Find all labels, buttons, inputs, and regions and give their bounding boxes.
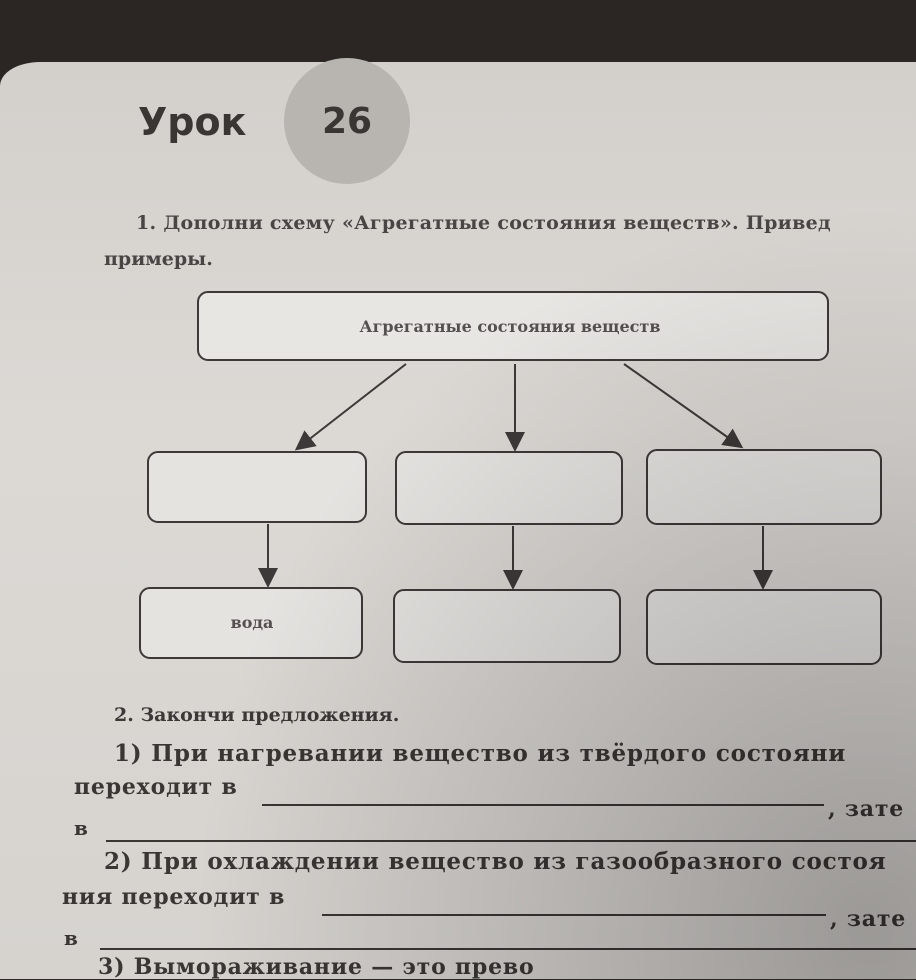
sentence-2-in: в [64,926,78,950]
lesson-heading: Урок [138,100,247,144]
task1-instruction-cont: примеры. [104,248,213,270]
sentence-2-line-1: 2) При охлаждении вещество из газообразн… [104,848,887,875]
lesson-number-badge: 26 [284,58,410,184]
task2-title: 2. Закончи предложения. [114,704,400,726]
sentence-1-blank-2[interactable] [106,840,916,842]
sentence-2-blank-2[interactable] [100,948,916,950]
sentence-2-line-2: ния переходит в [62,884,286,910]
diagram-root-box [197,291,829,361]
sentence-1-in: в [74,816,88,840]
diagram-example-label-1: вода [231,613,274,632]
sentence-2-then: , зате [830,906,907,932]
sentence-2-blank-1[interactable] [322,914,826,916]
diagram-state-box-2[interactable] [395,451,623,525]
diagram-example-box-2[interactable] [393,589,621,663]
diagram-example-box-1[interactable] [139,587,363,659]
lesson-number: 26 [321,100,373,142]
sentence-3-line-1: 3) Вымораживание — это прево [98,954,535,980]
diagram-state-box-3[interactable] [646,449,882,525]
diagram-root-label: Агрегатные состояния веществ [360,317,661,336]
arrow-root-to-state-3 [623,363,744,449]
sentence-1-then: , зате [828,796,905,822]
sentence-1-line-2: переходит в [74,774,238,800]
diagram-state-box-1[interactable] [147,451,367,523]
sentence-1-line-1: 1) При нагревании вещество из твёрдого с… [114,740,847,767]
sentence-1-blank-1[interactable] [262,804,824,806]
arrow-root-to-state-1 [294,363,407,451]
task1-instruction: 1. Дополни схему «Агрегатные состояния в… [136,212,831,234]
diagram-example-box-3[interactable] [646,589,882,665]
